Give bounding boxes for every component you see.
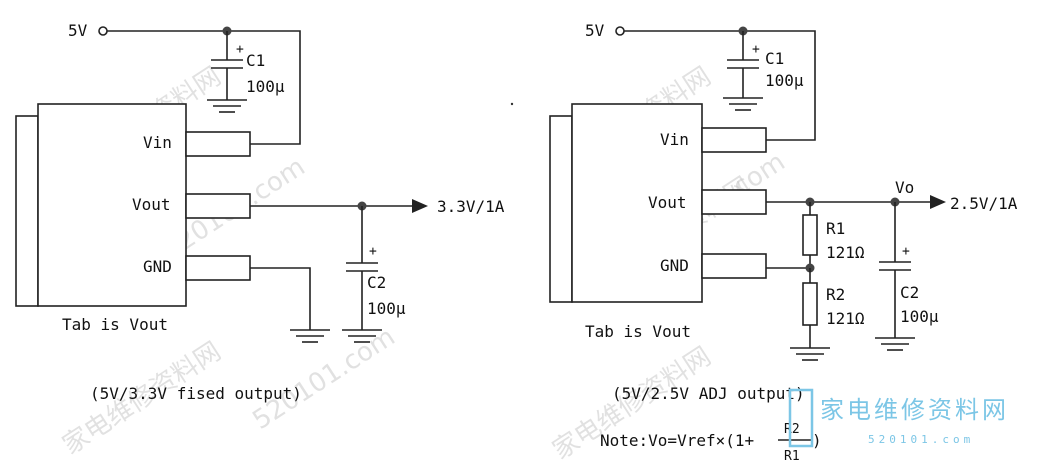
left-regulator-body	[37, 103, 187, 307]
left-pin-vin	[185, 131, 251, 157]
right-r2-value: 121Ω	[826, 309, 865, 328]
left-circuit: Vin Vout GND Tab is Vout 5V + C1 100µ 3.…	[15, 21, 505, 403]
left-pin-vout-label: Vout	[132, 195, 171, 214]
right-c1-name: C1	[765, 49, 784, 68]
left-tab-label: Tab is Vout	[62, 315, 168, 334]
right-input-wire	[624, 30, 816, 141]
right-regulator-body	[571, 103, 703, 303]
right-pin-gnd	[701, 253, 767, 279]
left-output-arrow	[412, 199, 428, 213]
right-node-label: Vo	[895, 178, 914, 197]
left-c1-value: 100µ	[246, 77, 285, 96]
left-pin-vin-label: Vin	[143, 133, 172, 152]
left-c2-plus: +	[369, 244, 377, 259]
left-gnd-symbol	[290, 329, 330, 343]
logo-text: 家电维修资料网	[820, 396, 1009, 424]
left-output-label: 3.3V/1A	[437, 197, 505, 216]
left-c1-plus: +	[236, 42, 244, 57]
left-pin-vout	[185, 193, 251, 219]
right-pin-gnd-label: GND	[660, 256, 689, 275]
right-c2-plus: +	[902, 244, 910, 259]
right-r2-name: R2	[826, 285, 845, 304]
right-capacitor-c2	[875, 202, 915, 351]
right-r1-name: R1	[826, 219, 845, 238]
formula-prefix: Note:Vo=Vref×(1+	[600, 431, 754, 450]
right-pin-vin-label: Vin	[660, 130, 689, 149]
left-regulator-tab	[15, 115, 39, 307]
left-c2-value: 100µ	[367, 299, 406, 318]
left-caption: (5V/3.3V fised output)	[90, 384, 302, 403]
left-c1-name: C1	[246, 51, 265, 70]
right-resistor-r1	[802, 214, 818, 256]
left-capacitor-c1	[207, 31, 247, 113]
right-pin-vout-label: Vout	[648, 193, 687, 212]
stray-dot	[510, 102, 514, 106]
right-pin-vin	[701, 127, 767, 153]
right-input-terminal	[615, 26, 625, 36]
left-capacitor-c2	[342, 206, 382, 343]
formula-numerator: R2	[784, 422, 800, 437]
left-gnd-wire	[250, 267, 311, 330]
right-r2-gnd-symbol	[790, 347, 830, 361]
right-tab-label: Tab is Vout	[585, 322, 691, 341]
left-input-wire	[107, 30, 301, 145]
watermark-url-2: 520101.com	[247, 322, 400, 436]
right-c2-value: 100µ	[900, 307, 939, 326]
logo-url: 520101.com	[868, 433, 974, 446]
left-input-terminal	[98, 26, 108, 36]
right-r1-value: 121Ω	[826, 243, 865, 262]
right-input-label: 5V	[585, 21, 605, 40]
left-c2-name: C2	[367, 273, 386, 292]
left-pin-gnd	[185, 255, 251, 281]
right-capacitor-c1	[723, 31, 763, 111]
right-caption: (5V/2.5V ADJ output)	[612, 384, 805, 403]
right-c2-name: C2	[900, 283, 919, 302]
right-c1-plus: +	[752, 42, 760, 57]
right-resistor-r2	[802, 282, 818, 326]
formula-denominator: R1	[784, 449, 800, 464]
right-pin-vout	[701, 189, 767, 215]
right-regulator-tab	[549, 115, 573, 303]
site-logo: 家电维修资料网 520101.com	[788, 388, 1009, 448]
formula-suffix: )	[812, 431, 822, 450]
right-circuit: Vin Vout GND Tab is Vout 5V + C1 100µ 2.…	[549, 21, 1018, 464]
right-output-arrow	[930, 195, 946, 209]
right-output-label: 2.5V/1A	[950, 194, 1018, 213]
left-input-label: 5V	[68, 21, 88, 40]
logo-bracket	[788, 388, 814, 448]
left-pin-gnd-label: GND	[143, 257, 172, 276]
right-c1-value: 100µ	[765, 71, 804, 90]
